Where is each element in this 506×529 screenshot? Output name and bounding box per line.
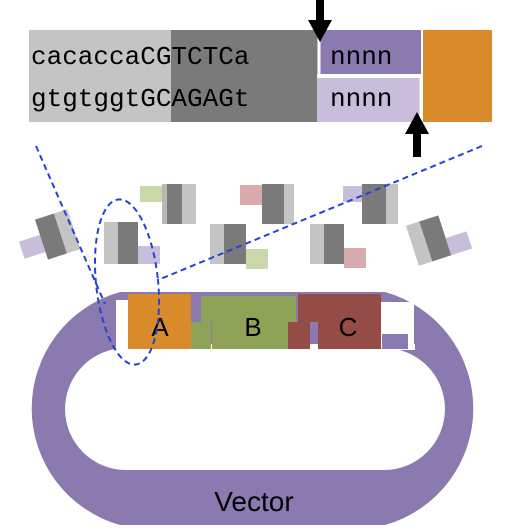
svg-text:cacaccaCGTCTCa: cacaccaCGTCTCa: [31, 42, 249, 72]
bottom-cut-arrow-icon: [405, 112, 429, 157]
part-c-label: C: [339, 312, 358, 342]
zoom-guide-left: [35, 145, 106, 305]
part-b: B: [201, 296, 310, 349]
zoom-guide-right: [157, 145, 483, 281]
top-cut-arrow-icon: [308, 0, 332, 42]
top-prefix-sequence: cacacca: [31, 42, 140, 72]
vector-label: Vector: [214, 486, 293, 517]
bottom-overhang: nnnn: [330, 84, 392, 114]
floating-fragment: [240, 184, 294, 224]
part-c: C: [298, 294, 408, 349]
floating-fragment: [140, 184, 196, 224]
floating-fragment: [405, 215, 473, 266]
floating-fragment: [104, 222, 160, 264]
top-recognition-site: CGTCTCa: [140, 42, 249, 72]
floating-fragment: [343, 184, 398, 224]
svg-text:gtgtggtGCAGAGt: gtgtggtGCAGAGt: [31, 84, 249, 114]
zoom-ellipse: [93, 198, 161, 366]
sequence-detail: cacaccaCGTCTCa nnnn gtgtggtGCAGAGt nnnn: [29, 30, 492, 122]
part-b-label: B: [244, 312, 261, 342]
part-a-label: A: [151, 312, 169, 342]
floating-fragment: [18, 209, 81, 260]
top-overhang: nnnn: [330, 42, 392, 72]
bottom-recognition-site: GCAGAGt: [140, 84, 249, 114]
floating-fragment: [310, 224, 366, 268]
bottom-prefix-sequence: gtgtggt: [31, 84, 140, 114]
